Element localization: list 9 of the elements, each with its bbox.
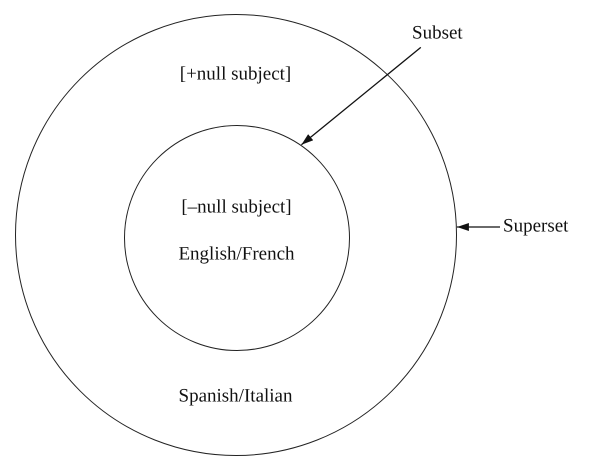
language-label: English/French (178, 244, 295, 265)
language-label: Spanish/Italian (178, 386, 292, 407)
feature-label: [+null subject] (180, 64, 292, 85)
feature-label: [–null subject] (181, 197, 292, 218)
inner-circle (124, 125, 350, 351)
arrow (456, 223, 500, 231)
superset-label: Superset (503, 216, 568, 238)
subset-label: Subset (412, 24, 463, 44)
arrow (300, 46, 422, 146)
